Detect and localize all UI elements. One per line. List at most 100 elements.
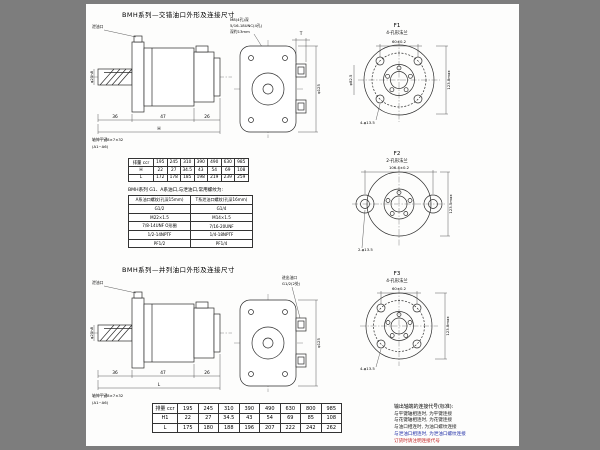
table-cell: 630 bbox=[279, 403, 301, 414]
table-cell: 7/8-14UNF O形圈 bbox=[128, 221, 191, 231]
table-cell: 219 bbox=[207, 173, 222, 183]
table-cell: 310 bbox=[218, 403, 240, 414]
table-cell: 390 bbox=[238, 403, 260, 414]
table-cell: 310 bbox=[180, 157, 195, 168]
table-cell: 245 bbox=[197, 403, 219, 414]
drain-port-label: 泄油口 bbox=[92, 24, 104, 29]
motor-outline bbox=[97, 291, 221, 369]
table-cell: 1/4-18NPTF bbox=[190, 230, 253, 240]
table-cell: 630 bbox=[220, 157, 235, 168]
port-label: 进出油口 bbox=[282, 275, 297, 280]
table-cell: 108 bbox=[234, 166, 249, 175]
body-diameter-label: φ125 bbox=[316, 84, 321, 94]
dimension-lines bbox=[361, 170, 450, 249]
table-cell: A系油口螺纹(孔深15mm) bbox=[128, 195, 191, 205]
flange-view-f1: F1 4-孔形法兰 bbox=[348, 23, 451, 125]
table-cell: 259 bbox=[234, 173, 249, 183]
motor-outline bbox=[97, 35, 221, 113]
dim-label: 60±0.2 bbox=[392, 39, 407, 44]
dimension-lines bbox=[93, 29, 221, 134]
dimension-lines bbox=[353, 44, 448, 121]
table-cell: 262 bbox=[320, 422, 342, 433]
table-cell: 27 bbox=[197, 413, 219, 424]
table-cell: 108 bbox=[320, 413, 342, 424]
table-cell: 198 bbox=[193, 173, 208, 183]
dim-label: 47 bbox=[160, 114, 166, 120]
table-cell: 180 bbox=[197, 422, 219, 433]
dim-label: 106.4±0.2 bbox=[389, 165, 410, 170]
dim-label: 123.8max bbox=[446, 70, 451, 90]
table-cell: L bbox=[152, 422, 178, 433]
dim-label: φ82.5 bbox=[348, 74, 353, 86]
note-line: 与平键轴相连时, 为平键连接 bbox=[394, 411, 453, 417]
connection-notes: 输出轴端的连接代号(标准): 与平键轴相连时, 为平键连接与花键轴相连时, 为花… bbox=[394, 403, 516, 446]
rear-view-drawing-2: 进出油口 G1/2(2处) bbox=[234, 275, 321, 392]
holes-label: 4-φ13.5 bbox=[360, 120, 375, 125]
dim-label: 47 bbox=[160, 370, 166, 376]
section2-title: BMH系列—并列油口外形及连接尺寸 bbox=[122, 266, 235, 274]
table-cell: 85 bbox=[300, 413, 322, 424]
flange-id: F1 bbox=[394, 23, 401, 29]
flange-id: F3 bbox=[394, 271, 401, 277]
flange-name: 4-孔形法兰 bbox=[386, 277, 408, 284]
table-cell: 239 bbox=[220, 173, 235, 183]
table-cell: 7/16-20UNF bbox=[190, 221, 253, 231]
table-cell: 43 bbox=[238, 413, 260, 424]
port-thread-note: M8(4孔)深 bbox=[230, 17, 249, 22]
key-note-label: 轴伸平键8×7×32 bbox=[92, 137, 124, 142]
table-cell: 195 bbox=[177, 403, 199, 414]
thread-intro: BMH系列 G1、A系油口,与泄油口,常用螺纹为: bbox=[128, 188, 224, 193]
dim-label: 60±0.2 bbox=[392, 286, 407, 291]
flange-view-f3: F3 4-孔形法兰 bbox=[360, 271, 450, 371]
dim-label: 36 bbox=[112, 114, 118, 120]
table-cell: PF1/4 bbox=[190, 238, 253, 248]
drawing-sheet: BMH系列—交错油口外形及连接尺寸 bbox=[86, 4, 519, 446]
holes-label: 2-φ13.5 bbox=[358, 247, 373, 252]
dim-label-overall: L bbox=[158, 382, 161, 388]
table-cell: 985 bbox=[320, 403, 342, 414]
table-cell: L bbox=[128, 173, 154, 183]
table-cell: 490 bbox=[207, 157, 222, 168]
table-cell: 490 bbox=[259, 403, 281, 414]
dim-label: 123.5max bbox=[448, 194, 453, 214]
key-range-label: (A1~A6) bbox=[92, 400, 109, 405]
table-cell: 172 bbox=[153, 173, 168, 183]
table-cell: PF1/2 bbox=[128, 238, 191, 248]
table-cell: 175 bbox=[177, 422, 199, 433]
dim-label: 123.8max bbox=[445, 316, 450, 336]
table-cell: 22 bbox=[153, 166, 168, 175]
rear-view-drawing-1: M8(4孔)深 5/16-18UNC(4孔) 深约13mm bbox=[230, 17, 321, 138]
table-cell: 22 bbox=[177, 413, 199, 424]
flange-name: 4-孔形法兰 bbox=[386, 29, 408, 36]
motor-rear-outline bbox=[239, 299, 307, 387]
port-label: G1/2(2处) bbox=[282, 281, 301, 286]
notes-title: 输出轴端的连接代号(标准): bbox=[394, 404, 454, 410]
key-note-label: 轴伸平键8×7×32 bbox=[92, 393, 124, 398]
side-view-drawing-2: 36 47 26 L φ25h8 泄油口 轴伸平键8×7×32 (A1~A6) bbox=[89, 280, 232, 405]
flange-id: F2 bbox=[394, 151, 401, 157]
dimension-lines bbox=[93, 285, 221, 390]
table-cell: 195 bbox=[153, 157, 168, 168]
key-range-label: (A1~A6) bbox=[92, 144, 109, 149]
note-line: 与油口相连时, 为油口螺纹连接 bbox=[394, 425, 457, 431]
table-cell: 69 bbox=[220, 166, 235, 175]
table-cell: 207 bbox=[259, 422, 281, 433]
table-cell: 196 bbox=[238, 422, 260, 433]
dimension-lines bbox=[375, 291, 447, 368]
dimension-lines bbox=[298, 299, 318, 387]
table-cell: 985 bbox=[234, 157, 249, 168]
port-thread-note: 5/16-18UNC(4孔) bbox=[230, 23, 263, 28]
motor-rear-outline bbox=[239, 45, 307, 133]
table-cell: 43 bbox=[193, 166, 208, 175]
table-cell: 排量 ccr bbox=[152, 403, 178, 414]
